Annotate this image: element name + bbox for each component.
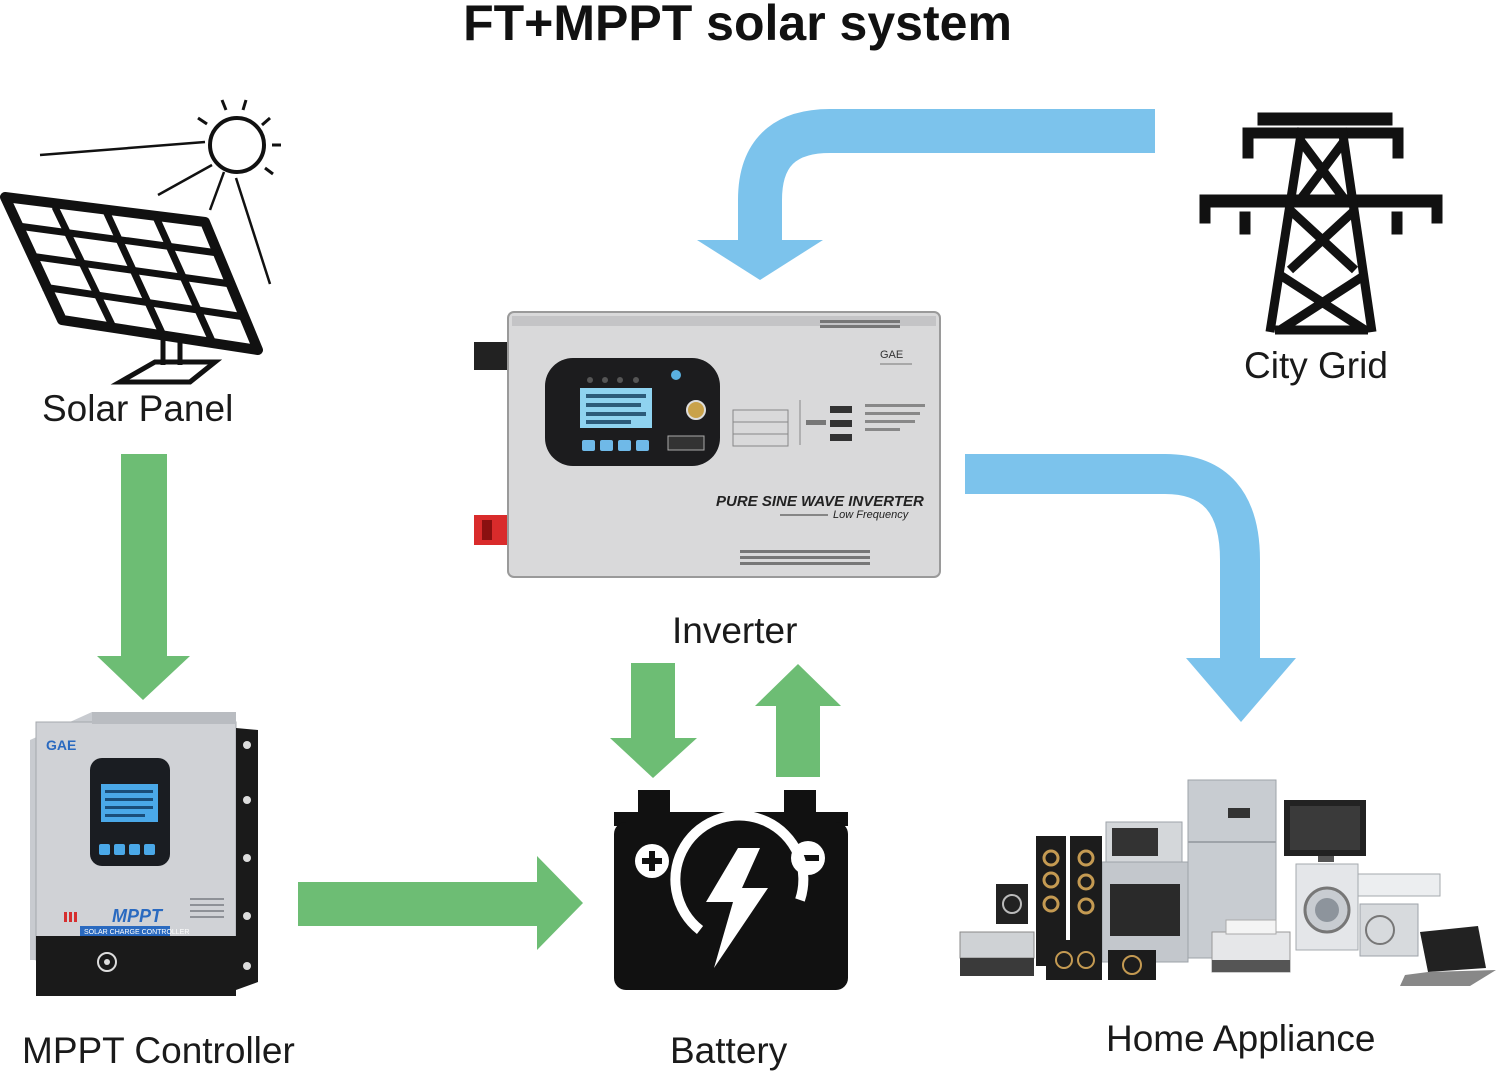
- mppt-controller-label: MPPT Controller: [22, 1030, 295, 1071]
- solar-panel-icon: [0, 99, 281, 385]
- flow-arrow-solar-to-mppt: [97, 454, 190, 700]
- battery-icon: [614, 790, 848, 990]
- flow-arrow-inverter-to-battery: [610, 663, 697, 778]
- inverter-device: GAE PURE SINE WAVE INVERTER Low Frequenc…: [474, 311, 941, 578]
- mppt-logo: MPPT: [112, 906, 164, 926]
- power-tower-icon: [1199, 112, 1443, 335]
- city-grid-label: City Grid: [1244, 345, 1388, 386]
- mppt-controller-device: GAE MPPT SOLAR CHARGE CONTROLLER: [30, 712, 258, 996]
- diagram-title: FT+MPPT solar system: [463, 0, 1012, 51]
- home-appliances-icon: [959, 779, 1496, 986]
- inverter-label: Inverter: [672, 610, 798, 651]
- home-appliance-label: Home Appliance: [1106, 1018, 1376, 1059]
- solar-panel-label: Solar Panel: [42, 388, 234, 429]
- inverter-product-line: PURE SINE WAVE INVERTER: [716, 493, 924, 510]
- mppt-caption: SOLAR CHARGE CONTROLLER: [84, 929, 189, 936]
- inverter-subtitle: Low Frequency: [833, 509, 910, 521]
- flow-arrow-inverter-to-appliance: [965, 454, 1296, 722]
- flow-arrow-mppt-to-battery: [298, 856, 583, 950]
- flow-arrow-battery-to-inverter: [755, 664, 841, 777]
- mppt-brand: GAE: [46, 737, 76, 753]
- battery-label: Battery: [670, 1030, 788, 1071]
- inverter-brand: GAE: [880, 349, 903, 361]
- flow-arrow-grid-to-inverter: [697, 109, 1155, 280]
